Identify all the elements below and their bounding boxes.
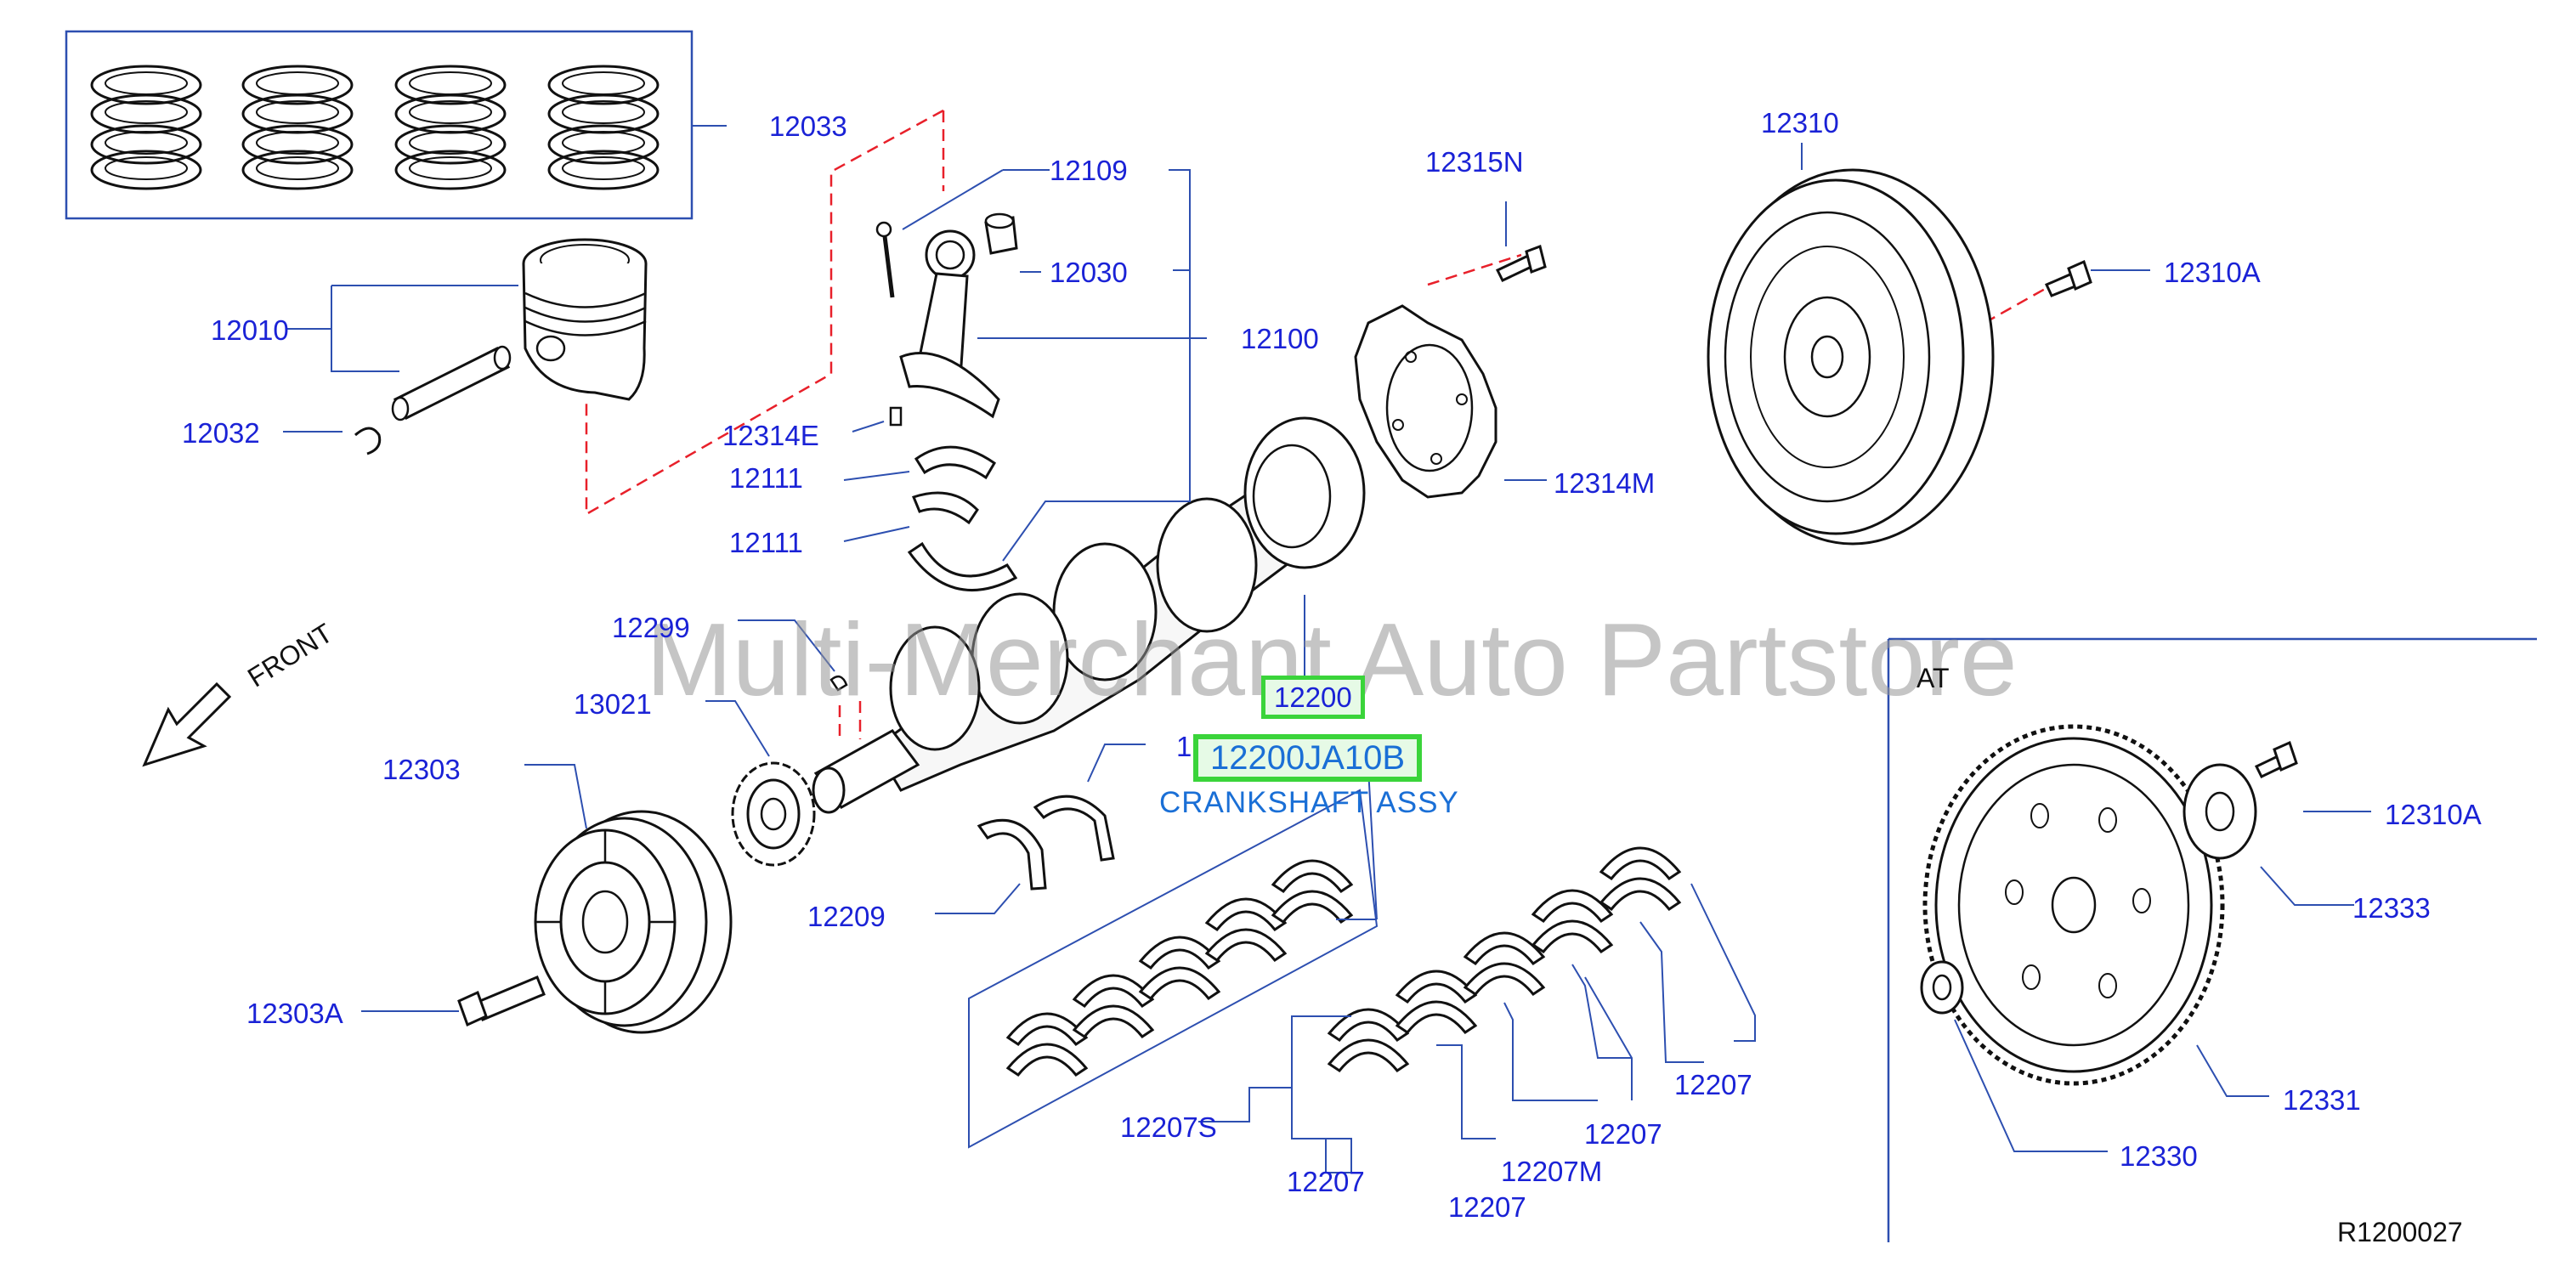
piston-pin [391, 345, 512, 421]
label-12314E[interactable]: 12314E [722, 420, 819, 451]
label-12299[interactable]: 12299 [612, 612, 690, 643]
piston [522, 238, 648, 401]
pulley-bolt [457, 975, 546, 1027]
label-12033[interactable]: 12033 [769, 110, 847, 142]
label-12315N[interactable]: 12315N [1425, 146, 1524, 178]
crank-key [829, 675, 848, 692]
leader-lines [283, 125, 2371, 1173]
label-12207M[interactable]: 12207M [1501, 1156, 1603, 1187]
crank-timing-plate [1354, 304, 1497, 499]
connecting-rod [875, 221, 1000, 419]
dowel-pin [889, 406, 903, 427]
label-12303[interactable]: 12303 [382, 754, 461, 785]
drive-plate-bolt [2254, 740, 2298, 778]
label-12109[interactable]: 12109 [1050, 155, 1128, 186]
label-12010[interactable]: 12010 [211, 314, 289, 346]
flywheel [1707, 168, 1995, 546]
figure-code: R1200027 [2337, 1217, 2463, 1247]
piston-ring-set [65, 30, 694, 220]
selected-part-description: CRANKSHAFT ASSY [1159, 786, 1459, 819]
label-12100[interactable]: 12100 [1241, 323, 1319, 354]
label-12207-c[interactable]: 12207 [1584, 1118, 1662, 1150]
label-12330[interactable]: 12330 [2120, 1140, 2198, 1172]
label-12207-b[interactable]: 12207 [1448, 1191, 1526, 1223]
main-bearings [1328, 846, 1681, 1072]
snap-ring [354, 427, 382, 455]
at-section-label: AT [1916, 663, 1950, 693]
alignment-lines [585, 109, 2053, 739]
pilot-bushing [1920, 960, 1964, 1015]
label-12314M[interactable]: 12314M [1554, 467, 1656, 499]
rod-bearings [907, 445, 1018, 591]
plate-bolt [1495, 245, 1547, 282]
main-bearing-set [968, 789, 1379, 1149]
reinforcement-plate [2183, 763, 2257, 860]
label-12207-d[interactable]: 12207 [1674, 1069, 1752, 1100]
label-12111-upper[interactable]: 12111 [729, 462, 803, 494]
thrust-washers [977, 794, 1115, 891]
label-12030[interactable]: 12030 [1050, 257, 1128, 288]
selected-part-code[interactable]: 12200JA10B [1193, 734, 1423, 782]
crank-pulley [534, 810, 733, 1034]
front-arrow [142, 681, 232, 767]
label-12032[interactable]: 12032 [182, 417, 260, 449]
label-12207S[interactable]: 12207S [1120, 1111, 1217, 1143]
label-12111-lower[interactable]: 12111 [729, 527, 803, 558]
label-12331[interactable]: 12331 [2283, 1084, 2361, 1116]
drive-plate [1922, 724, 2225, 1086]
label-12310[interactable]: 12310 [1761, 107, 1839, 139]
label-12209[interactable]: 12209 [807, 901, 886, 932]
label-12207-a[interactable]: 12207 [1287, 1166, 1365, 1197]
flywheel-bolt [2044, 259, 2092, 297]
label-12310A-flywheel[interactable]: 12310A [2164, 257, 2261, 288]
rod-bushing [984, 212, 1018, 255]
label-12310A-at[interactable]: 12310A [2385, 799, 2482, 830]
crankshaft [812, 416, 1366, 814]
label-13021[interactable]: 13021 [574, 688, 652, 720]
crank-sprocket [731, 761, 816, 867]
label-12333[interactable]: 12333 [2352, 892, 2431, 924]
label-12303A[interactable]: 12303A [246, 998, 343, 1029]
selected-part-number[interactable]: 12200 [1261, 676, 1365, 719]
